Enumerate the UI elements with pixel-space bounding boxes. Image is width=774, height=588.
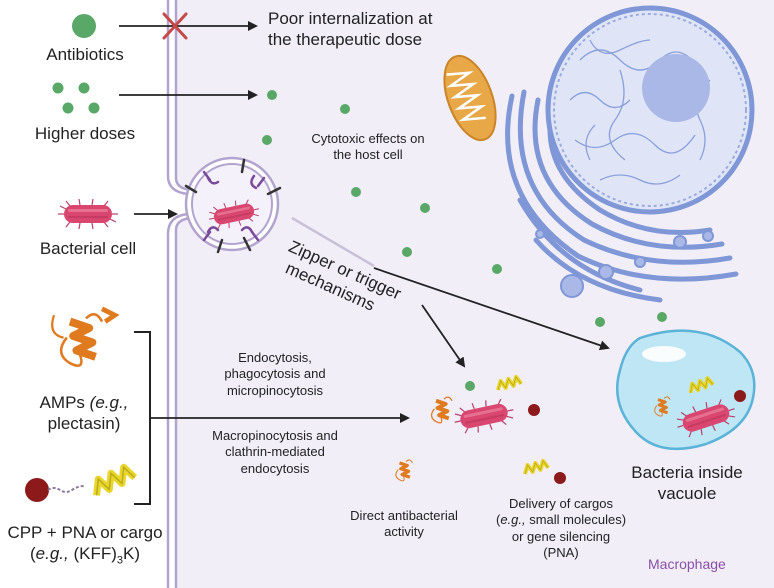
vacuole-cargo-icon: [734, 390, 746, 402]
bacterial-cell-label: Bacterial cell: [39, 239, 137, 258]
poor-internalization-label: Poor internalization at the therapeutic …: [268, 8, 432, 51]
antibiotic-icon: [72, 14, 96, 38]
endocytosis-line-1: Endocytosis,: [238, 350, 312, 365]
cytotoxic-label: Cytotoxic effects on the host cell: [302, 131, 434, 164]
delivery-eg: e.g.,: [500, 512, 526, 528]
arrows: [119, 21, 610, 423]
mitochondrion-icon: [443, 54, 497, 142]
amps-line-2: plectasin): [47, 414, 121, 434]
endocytosis-label: Endocytosis, phagocytosis and micropinoc…: [198, 350, 352, 399]
poor-internalization-line-2: the therapeutic dose: [268, 30, 423, 50]
endocytosis-line-3: micropinocytosis: [226, 382, 324, 398]
amps-text: AMPs: [39, 393, 90, 412]
cpp-cargo-icon: [25, 465, 135, 502]
cross-icon: [162, 12, 188, 40]
cytotoxic-line-1: Cytotoxic effects on: [311, 131, 425, 146]
target-antibiotic-icon: [465, 381, 475, 391]
arrow-to-bacterium: [421, 304, 466, 368]
bacterial-cell-icon: [57, 198, 119, 230]
delivery-line-1: Delivery of cargos: [508, 496, 614, 511]
receptor-icons: [184, 158, 282, 254]
vacuole-line-1: Bacteria inside: [631, 463, 743, 482]
delivery-line-2: small molecules): [525, 512, 627, 528]
poor-internalization-line-1: Poor internalization at: [268, 9, 433, 28]
nucleus-icon: [545, 5, 755, 215]
endocytosis-line-2: phagocytosis and: [224, 366, 326, 382]
target-cargo-icon: [528, 404, 540, 416]
macropino-line-1: Macropinocytosis and: [212, 428, 338, 443]
cytotoxic-line-2: the host cell: [333, 147, 403, 163]
amps-eg: (e.g.,: [89, 393, 129, 412]
cpp-eg: e.g.,: [35, 544, 69, 564]
antibiotic-dots: [262, 90, 667, 327]
higher-doses-label: Higher doses: [34, 124, 136, 143]
cpp-line-1: CPP + PNA or cargo: [7, 523, 163, 542]
vacuole-label: Bacteria inside vacuole: [622, 462, 752, 505]
delivery-line-4: (PNA): [543, 544, 579, 560]
macropino-line-3: endocytosis: [240, 460, 310, 476]
direct-line-2: activity: [384, 524, 424, 540]
direct-antibacterial-label: Direct antibacterial activity: [334, 508, 474, 541]
macropino-line-2: clathrin-mediated: [225, 444, 325, 460]
vesicle-icons: [535, 229, 714, 298]
delivery-line-3: or gene silencing: [511, 528, 611, 544]
antibiotics-label: Antibiotics: [46, 45, 124, 64]
vacuole-line-2: vacuole: [657, 484, 717, 504]
direct-line-1: Direct antibacterial: [350, 508, 458, 523]
arrow-to-vacuole: [373, 267, 610, 351]
delivery-cargo-icon: [554, 472, 566, 484]
cpp-formula-end: K): [123, 544, 141, 564]
macropinocytosis-label: Macropinocytosis and clathrin-mediated e…: [188, 428, 362, 477]
macrophage-label: Macrophage: [648, 556, 726, 572]
higher-doses-icon: [52, 82, 100, 114]
pathway-line: [291, 216, 375, 268]
cpp-subscript: 3: [116, 554, 124, 567]
cpp-label: CPP + PNA or cargo (e.g., (KFF)3K): [0, 522, 170, 568]
delivery-label: Delivery of cargos (e.g., small molecule…: [486, 496, 636, 561]
amps-label: AMPs (e.g., plectasin): [22, 392, 146, 435]
cpp-formula: (KFF): [73, 544, 117, 564]
amp-peptide-icon: [51, 306, 120, 366]
